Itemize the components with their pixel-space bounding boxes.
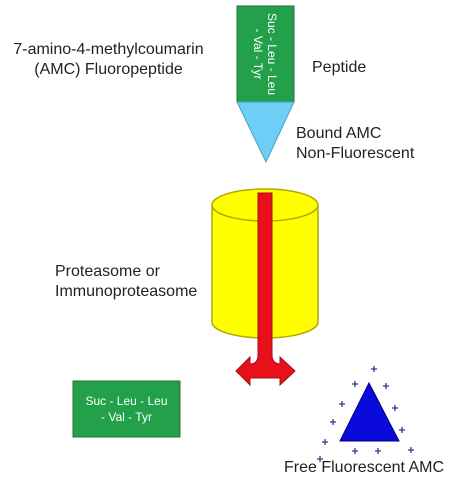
sparkle	[322, 439, 328, 445]
proteasome-line2: Immunoproteasome	[55, 283, 198, 300]
amc-cone	[236, 101, 295, 164]
sparkle	[339, 401, 345, 407]
cleaved-peptide-text: Suc - Leu - Leu - Val - Tyr	[73, 381, 180, 437]
fluoropeptide-title-line2: (AMC) Fluoropeptide	[34, 61, 183, 78]
fluoropeptide-title-line1: 7-amino-4-methylcoumarin	[13, 41, 204, 58]
sparkle	[399, 427, 405, 433]
bound-amc-line2: Non-Fluorescent	[296, 145, 415, 162]
sparkle	[392, 405, 398, 411]
peptide-sequence-line1: Suc - Leu - Leu	[265, 12, 280, 96]
peptide-rect	[236, 5, 295, 103]
fluoropeptide-title: 7-amino-4-methylcoumarin (AMC) Fluoropep…	[6, 40, 211, 80]
cleaved-peptide-line2: - Val - Tyr	[101, 410, 152, 424]
sparkle	[330, 419, 336, 425]
sparkle	[352, 381, 358, 387]
cleaved-peptide-line1: Suc - Leu - Leu	[85, 394, 168, 408]
fluorescence-sparkles	[317, 366, 414, 462]
sparkle	[375, 448, 381, 454]
peptide-sequence-line2: - Val - Tyr	[251, 28, 266, 80]
proteasome-line1: Proteasome or	[55, 263, 160, 280]
bound-amc-label: Bound AMC Non-Fluorescent	[296, 124, 414, 164]
peptide-label: Peptide	[312, 59, 367, 76]
sparkle	[383, 383, 389, 389]
sparkle	[317, 456, 323, 462]
cleaved-peptide-rect	[72, 380, 181, 438]
free-amc-triangle	[339, 381, 400, 442]
sparkle	[408, 447, 414, 453]
peptide-sequence: Suc - Leu - Leu - Val - Tyr	[237, 7, 294, 101]
bound-amc-line1: Bound AMC	[296, 125, 382, 142]
proteasome-label: Proteasome or Immunoproteasome	[55, 262, 197, 302]
free-amc-label: Free Fluorescent AMC	[284, 459, 445, 476]
cleavage-channel-arrow	[235, 192, 296, 387]
sparkle	[352, 448, 358, 454]
sparkle	[371, 366, 377, 372]
